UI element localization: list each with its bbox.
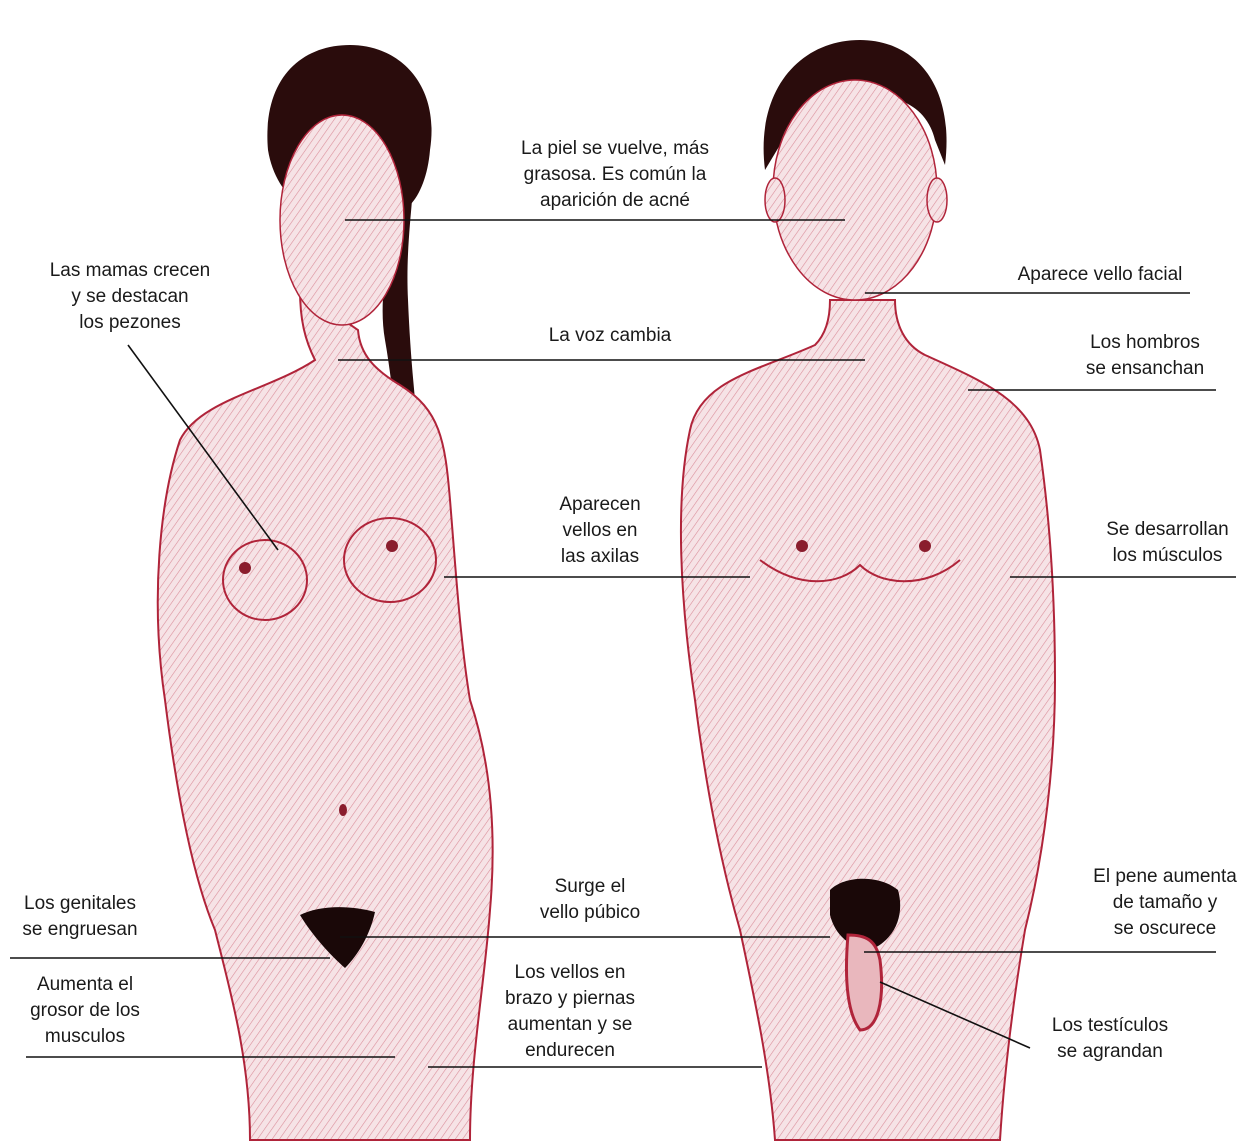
label-shoulders: Los hombros se ensanchan <box>1060 330 1230 382</box>
label-genitals: Los genitales se engruesan <box>0 891 160 943</box>
label-limb-hair: Los vellos en brazo y piernas aumentan y… <box>480 960 660 1064</box>
female-figure <box>158 45 493 1140</box>
label-testicles: Los testículos se agrandan <box>1020 1013 1200 1065</box>
male-ear-left <box>765 178 785 222</box>
female-navel <box>339 804 347 816</box>
male-nipple-left <box>796 540 808 552</box>
male-ear-right <box>927 178 947 222</box>
label-muscle-thickness: Aumenta el grosor de los musculos <box>10 972 160 1050</box>
female-nipple-left <box>239 562 251 574</box>
male-nipple-right <box>919 540 931 552</box>
label-armpits: Aparecen vellos en las axilas <box>520 492 680 570</box>
male-face <box>773 80 937 300</box>
female-body <box>158 290 493 1140</box>
label-voice: La voz cambia <box>510 323 710 349</box>
female-nipple-right <box>386 540 398 552</box>
label-muscles-develop: Se desarrollan los músculos <box>1090 517 1245 569</box>
label-breasts: Las mamas crecen y se destacan los pezon… <box>20 258 240 336</box>
label-pubic-hair: Surge el vello púbico <box>500 874 680 926</box>
label-penis: El pene aumenta de tamaño y se oscurece <box>1080 864 1250 942</box>
label-skin: La piel se vuelve, más grasosa. Es común… <box>480 136 750 214</box>
label-facial-hair: Aparece vello facial <box>995 262 1205 288</box>
male-penis <box>846 935 881 1030</box>
